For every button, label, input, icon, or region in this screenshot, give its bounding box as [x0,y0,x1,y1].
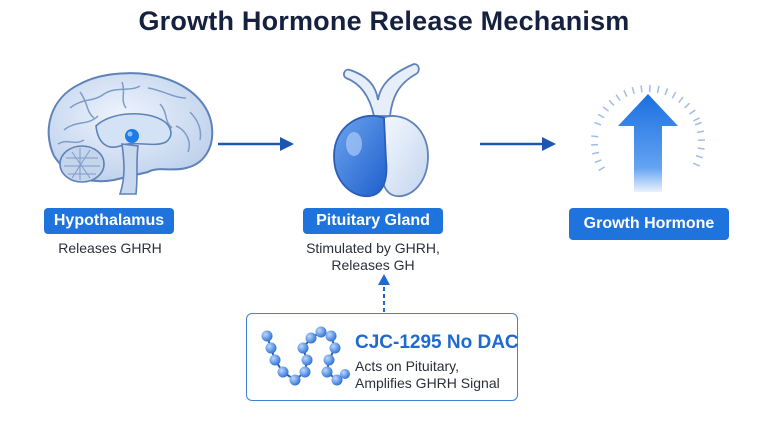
radiating-tick [692,162,700,167]
radiating-tick [623,90,628,98]
radiating-tick [678,96,684,104]
pituitary-gland-icon [333,63,429,197]
radiating-tick [656,85,660,94]
radiating-tick [695,155,703,159]
radiating-tick [597,113,605,119]
radiating-tick [602,106,610,112]
radiating-tick [598,166,606,172]
growth-hormone-label: Growth Hormone [569,208,729,240]
diagram-title: Growth Hormone Release Mechanism [138,6,630,36]
radiating-tick [594,159,602,164]
arrow-callout-to-pituitary [378,274,390,312]
radiating-tick [689,109,696,115]
pituitary-gland-label: Pituitary Gland [303,208,443,234]
arrow-pituitary-to-growth-hormone [480,137,556,151]
callout-description: Acts on Pituitary, Amplifies GHRH Signal [355,358,500,391]
radiating-tick [696,130,705,134]
radiating-tick [631,87,635,95]
radiating-tick [664,88,669,96]
hypothalamus-description: Releases GHRH [58,240,162,256]
up-arrow-icon [591,85,705,192]
peptide-chain-icon [261,326,350,386]
radiating-tick [697,147,705,150]
radiating-tick [692,117,700,122]
radiating-tick [592,151,600,155]
radiating-tick [615,94,621,101]
radiating-tick [594,121,602,126]
pituitary-description: Stimulated by GHRH, Releases GH [306,240,440,273]
hypothalamus-label: Hypothalamus [44,208,174,234]
callout-title: CJC-1295 No DAC [355,332,519,353]
radiating-tick [671,91,677,99]
radiating-tick [684,102,691,109]
brain-icon [47,72,214,195]
radiating-tick [608,99,615,106]
arrow-hypothalamus-to-pituitary [218,137,294,151]
cjc-1295-callout: CJC-1295 No DAC Acts on Pituitary, Ampli… [246,313,519,401]
radiating-tick [591,135,599,138]
radiating-tick [694,121,702,126]
radiating-tick [640,85,643,93]
